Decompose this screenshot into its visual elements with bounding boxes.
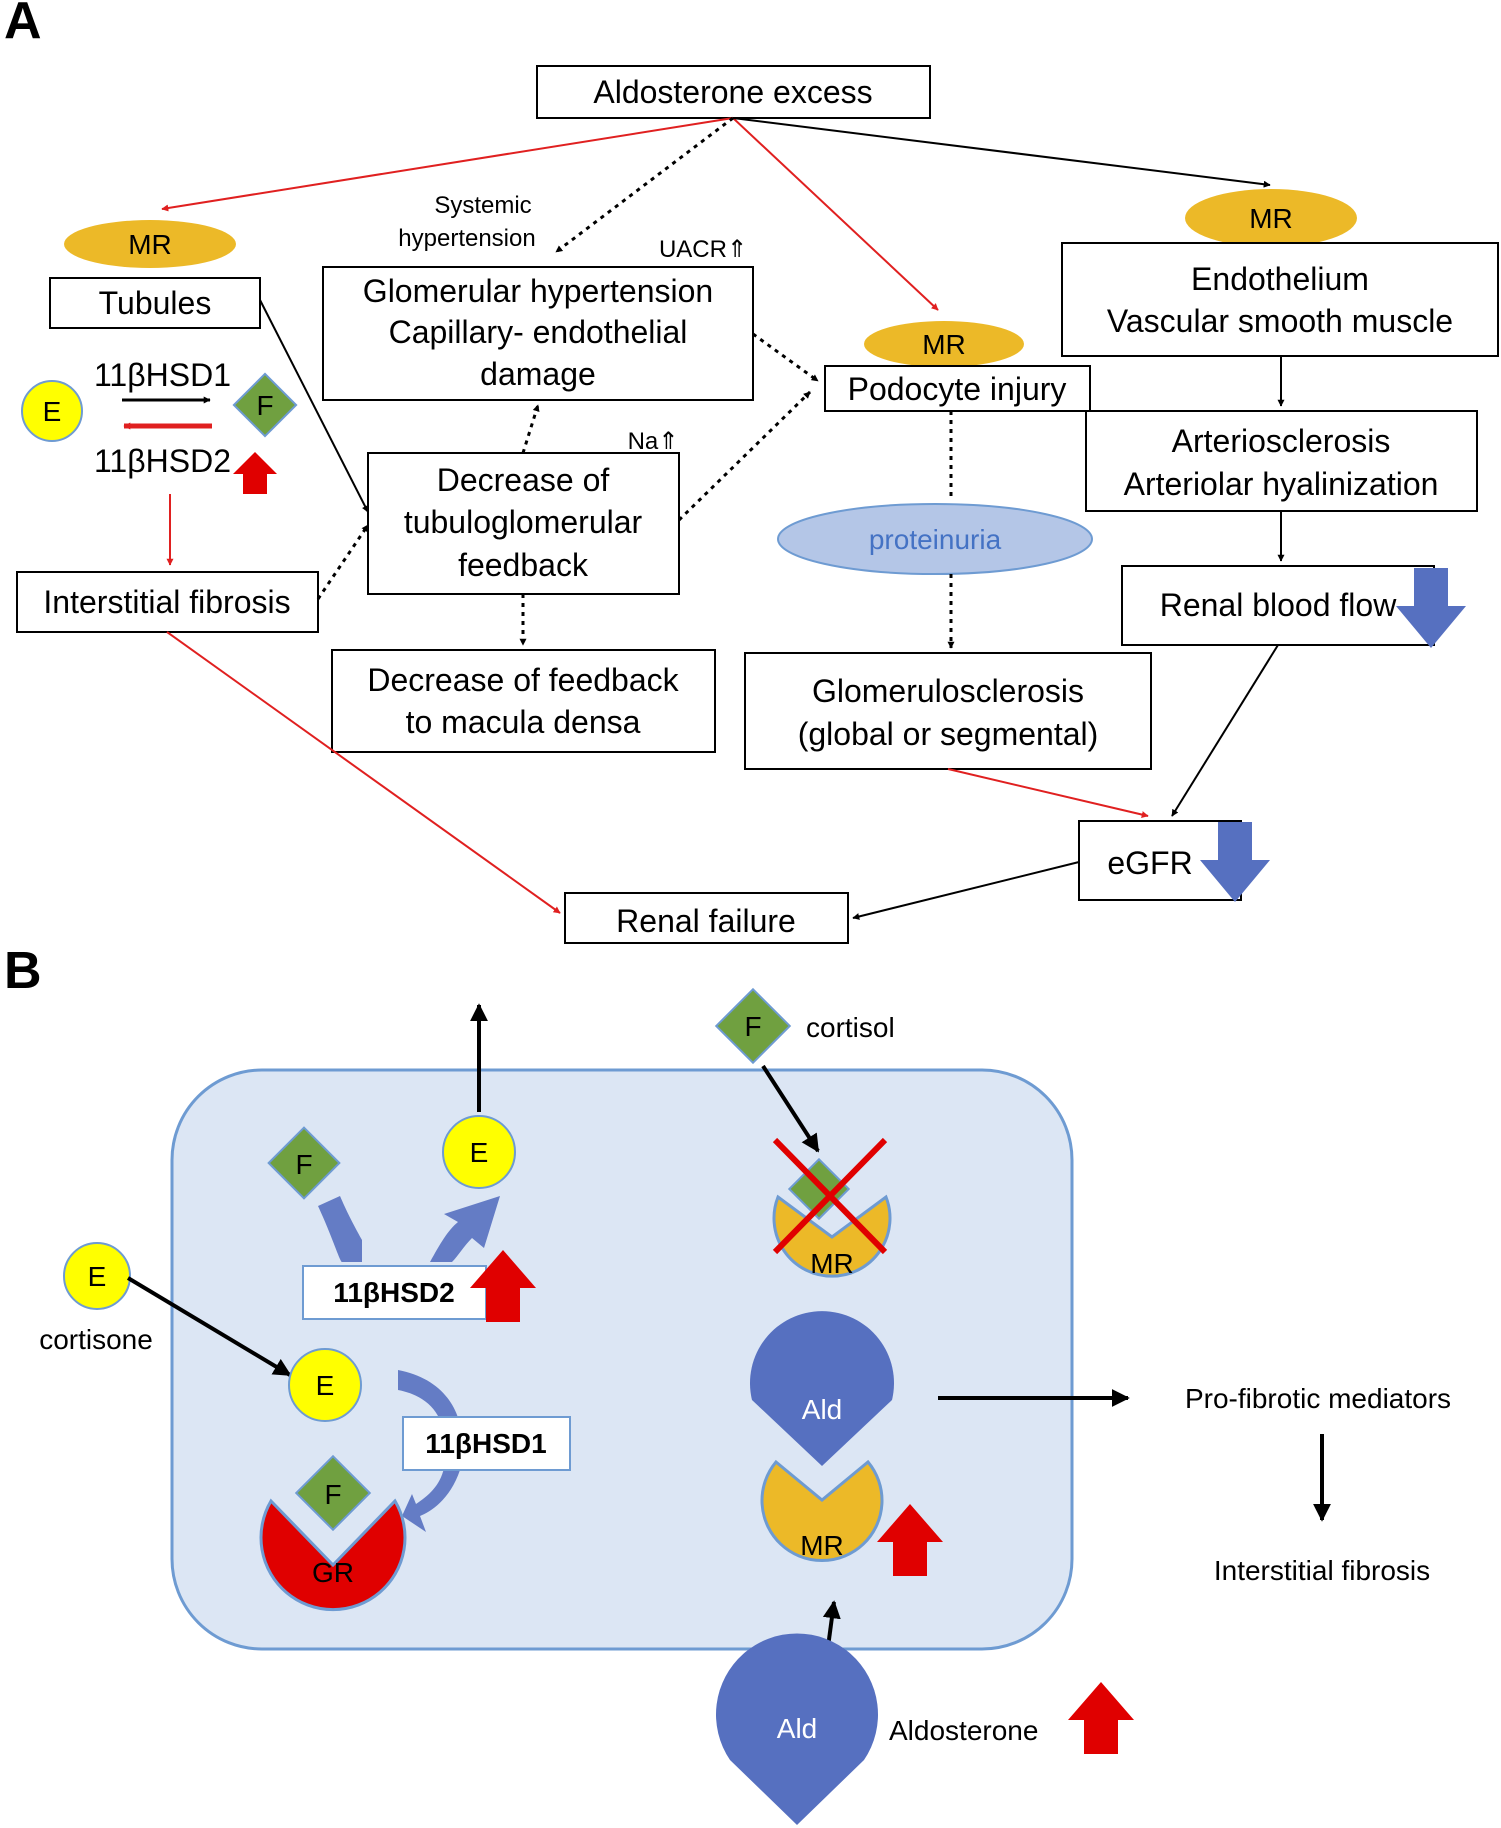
e-circle: [63, 1242, 131, 1310]
systemic-hypertension-label: Systemic: [434, 192, 531, 219]
tgf-line-3: feedback: [458, 547, 589, 583]
aldosterone-excess-box: Aldosterone excess: [536, 65, 931, 119]
tgf-line-1: Decrease of: [437, 462, 610, 498]
proteinuria-label: proteinuria: [869, 524, 1002, 555]
cortisol-label: cortisol: [806, 1012, 895, 1043]
aldosterone-entry: Ald Aldosterone: [716, 1600, 1134, 1825]
mr-label: MR: [800, 1530, 844, 1561]
hsd2-conversion: F E 11βHSD2: [267, 1115, 536, 1322]
pro-fibrotic-label: Pro-fibrotic mediators: [1185, 1383, 1451, 1414]
macula-line-2: to macula densa: [406, 704, 641, 740]
macula-line-1: Decrease of feedback: [367, 662, 679, 698]
arrow-down-icon: [1200, 822, 1270, 902]
f-diamond: [294, 1454, 372, 1532]
systemic-hypertension-label-2: hypertension: [398, 225, 535, 252]
interstitial-fibrosis-label-b: Interstitial fibrosis: [1214, 1555, 1430, 1586]
arrow-up-icon: [1068, 1682, 1134, 1754]
gr-label: GR: [312, 1557, 354, 1588]
hsd1-label: 11βHSD1: [94, 357, 231, 393]
renal-failure-box: Renal failure: [564, 892, 849, 944]
glomerulosclerosis-line-2: (global or segmental): [798, 716, 1099, 752]
e-label: E: [88, 1261, 107, 1292]
glomerular-line-2: Capillary- endothelial: [389, 314, 688, 350]
ald-mr-complex: Ald MR: [750, 1311, 943, 1576]
tubules-box: Tubules: [49, 277, 261, 329]
glomerulosclerosis-line-1: Glomerulosclerosis: [812, 673, 1084, 709]
ald-label: Ald: [802, 1394, 842, 1425]
cortisone-label: cortisone: [39, 1324, 153, 1355]
mr-receptor-podocyte: MR: [864, 321, 1024, 367]
arterio-line-1: Arteriosclerosis: [1172, 423, 1391, 459]
f-label: F: [744, 1011, 761, 1042]
renal-blood-flow-label: Renal blood flow: [1160, 587, 1397, 623]
e-label: E: [316, 1370, 335, 1401]
cortisol-f-diamond: [232, 372, 298, 438]
mr-label: MR: [922, 329, 966, 360]
glomerulosclerosis-box: Glomerulosclerosis (global or segmental): [744, 652, 1152, 770]
na-label: Na⇑: [628, 428, 679, 455]
arrow-up-icon: [877, 1504, 943, 1576]
podocyte-injury-box: Podocyte injury: [824, 365, 1091, 412]
macula-densa-box: Decrease of feedback to macula densa: [331, 649, 716, 753]
mr-receptor-tubules: MR: [64, 220, 236, 268]
arrow-down-icon: [1396, 568, 1466, 648]
egfr-box: eGFR: [1078, 820, 1270, 902]
e-label: E: [43, 396, 62, 427]
e-label: E: [470, 1137, 489, 1168]
f-label: F: [295, 1149, 312, 1180]
uacr-label: UACR⇑: [659, 236, 747, 263]
endothelium-line-1: Endothelium: [1191, 261, 1369, 297]
e-circle: [442, 1115, 516, 1189]
tubules-label: Tubules: [99, 285, 212, 321]
f-diamond: [267, 1126, 341, 1200]
arrow-up-icon: [470, 1250, 536, 1322]
e-circle: [288, 1348, 362, 1422]
arrow-up-icon: [233, 452, 277, 494]
f-diamond: [714, 987, 792, 1065]
ald-label: Ald: [777, 1713, 817, 1744]
hsd1-conversion: E 11βHSD1: [288, 1348, 571, 1532]
panel-label-b: B: [4, 942, 42, 1000]
endothelium-line-2: Vascular smooth muscle: [1107, 303, 1453, 339]
cortisol-blocked: F cortisol MR: [714, 987, 895, 1279]
arterio-line-2: Arteriolar hyalinization: [1124, 466, 1439, 502]
arteriosclerosis-box: Arteriosclerosis Arteriolar hyalinizatio…: [1085, 410, 1478, 512]
f-label: F: [256, 390, 273, 421]
renal-blood-flow-box: Renal blood flow: [1121, 565, 1466, 648]
renal-failure-label: Renal failure: [616, 903, 796, 939]
glomerular-hypertension-box: Glomerular hypertension Capillary- endot…: [322, 266, 754, 401]
mr-label: MR: [1249, 203, 1293, 234]
podocyte-injury-label: Podocyte injury: [848, 371, 1067, 407]
endothelium-box: Endothelium Vascular smooth muscle: [1061, 242, 1499, 357]
interstitial-fibrosis-label: Interstitial fibrosis: [43, 584, 290, 620]
gr-receptor: F GR: [259, 1454, 407, 1612]
hsd2-label: 11βHSD2: [94, 443, 231, 479]
mr-receptor-endothelium: MR: [1185, 189, 1357, 247]
mr-label: MR: [810, 1248, 854, 1279]
aldosterone-excess-label: Aldosterone excess: [593, 74, 872, 110]
cortisone-e-circle: [21, 380, 83, 442]
hsd2-label: 11βHSD2: [333, 1277, 454, 1308]
mr-label: MR: [128, 229, 172, 260]
tubuloglomerular-feedback-box: Decrease of tubuloglomerular feedback: [367, 452, 680, 595]
f-label: F: [324, 1479, 341, 1510]
aldosterone-label: Aldosterone: [889, 1715, 1038, 1746]
glomerular-line-3: damage: [480, 356, 596, 392]
cross-icon: [772, 1137, 888, 1255]
cortisone-entry: E cortisone: [39, 1242, 292, 1377]
egfr-label: eGFR: [1107, 845, 1192, 881]
panel-a-connectors: [161, 116, 1285, 920]
proteinuria-ellipse: proteinuria: [777, 503, 1093, 575]
hsd1-label: 11βHSD1: [425, 1428, 546, 1459]
interstitial-fibrosis-box: Interstitial fibrosis: [16, 571, 319, 633]
tgf-line-2: tubuloglomerular: [404, 504, 643, 540]
glomerular-line-1: Glomerular hypertension: [363, 273, 713, 309]
panel-label-a: A: [4, 0, 42, 50]
hsd-conversion: E 11βHSD1 11βHSD2 F: [21, 357, 298, 494]
